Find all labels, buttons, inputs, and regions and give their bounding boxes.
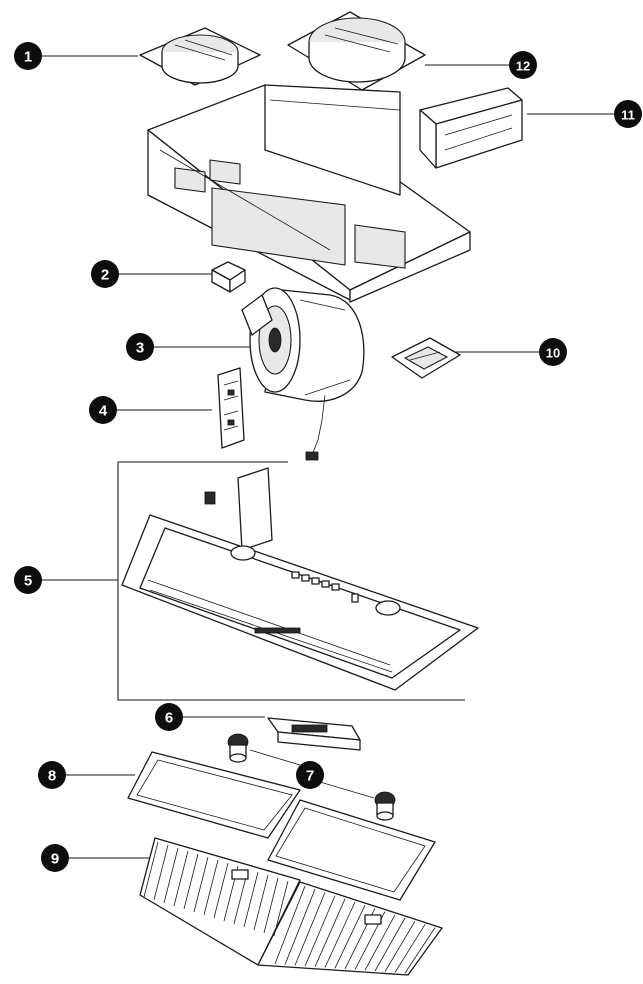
baffle-stripe bbox=[273, 880, 289, 937]
svg-text:9: 9 bbox=[51, 851, 59, 868]
part-7-led-lamps bbox=[227, 733, 396, 821]
baffle-stripe bbox=[173, 850, 189, 907]
baffle-stripe bbox=[334, 905, 366, 969]
svg-text:11: 11 bbox=[621, 108, 635, 123]
callout-badge-11: 11 bbox=[614, 100, 642, 128]
svg-text:12: 12 bbox=[516, 59, 530, 74]
baffle-stripe bbox=[294, 892, 326, 966]
baffle-stripe bbox=[274, 885, 306, 965]
baffle-stripe bbox=[163, 847, 179, 904]
svg-text:2: 2 bbox=[101, 267, 109, 284]
callout-badge-12: 12 bbox=[509, 51, 537, 79]
part-6-light-bar bbox=[267, 717, 361, 751]
callout-badge-9: 9 bbox=[41, 844, 69, 872]
part-3-blower-motor bbox=[241, 287, 365, 461]
svg-text:5: 5 bbox=[24, 573, 32, 590]
callout-badge-4: 4 bbox=[89, 396, 117, 424]
baffle-stripe bbox=[213, 862, 229, 919]
svg-text:8: 8 bbox=[48, 768, 56, 785]
baffle-stripe bbox=[324, 901, 356, 968]
baffle-stripe bbox=[384, 920, 416, 972]
callout-badge-3: 3 bbox=[126, 333, 154, 361]
part-10-control-plate bbox=[391, 337, 461, 379]
callout-badge-5: 5 bbox=[14, 566, 42, 594]
baffle-stripe bbox=[304, 895, 336, 967]
callout-badge-6: 6 bbox=[155, 703, 183, 731]
baffle-stripe bbox=[243, 871, 259, 928]
leader-lines bbox=[42, 55, 615, 859]
baffle-stripe bbox=[153, 844, 169, 901]
part-1-duct-adapter bbox=[139, 27, 261, 86]
baffle-stripe bbox=[374, 917, 406, 972]
baffle-stripe bbox=[364, 914, 396, 971]
baffle-stripe bbox=[394, 924, 426, 973]
baffle-stripe bbox=[263, 877, 279, 934]
baffle-stripe bbox=[253, 874, 269, 931]
baffle-stripe bbox=[193, 856, 209, 913]
svg-text:10: 10 bbox=[546, 346, 560, 361]
part-2-clip bbox=[211, 261, 246, 293]
baffle-stripe bbox=[404, 927, 436, 974]
callout-badge-8: 8 bbox=[38, 761, 66, 789]
svg-text:1: 1 bbox=[24, 49, 32, 66]
part-4-control-board bbox=[217, 367, 245, 449]
baffle-stripe bbox=[143, 841, 159, 898]
top-housing bbox=[147, 84, 471, 303]
svg-text:7: 7 bbox=[306, 768, 314, 785]
baffle-stripe bbox=[314, 898, 346, 967]
part-5-hood-body bbox=[117, 461, 479, 701]
svg-text:4: 4 bbox=[99, 403, 108, 420]
part-9-baffle-filters bbox=[139, 837, 443, 976]
callout-badge-10: 10 bbox=[539, 338, 567, 366]
part-11-rect-connector bbox=[419, 87, 523, 169]
callout-badge-2: 2 bbox=[91, 260, 119, 288]
part-8-mesh-filters bbox=[127, 751, 436, 901]
baffle-stripe bbox=[284, 889, 316, 965]
baffle-stripe bbox=[203, 859, 219, 916]
svg-text:3: 3 bbox=[136, 340, 144, 357]
baffle-stripe bbox=[183, 853, 199, 910]
callout-badge-7: 7 bbox=[296, 761, 324, 789]
svg-text:6: 6 bbox=[165, 710, 173, 727]
callout-badge-1: 1 bbox=[14, 42, 42, 70]
part-12-duct-adapter bbox=[287, 11, 426, 91]
